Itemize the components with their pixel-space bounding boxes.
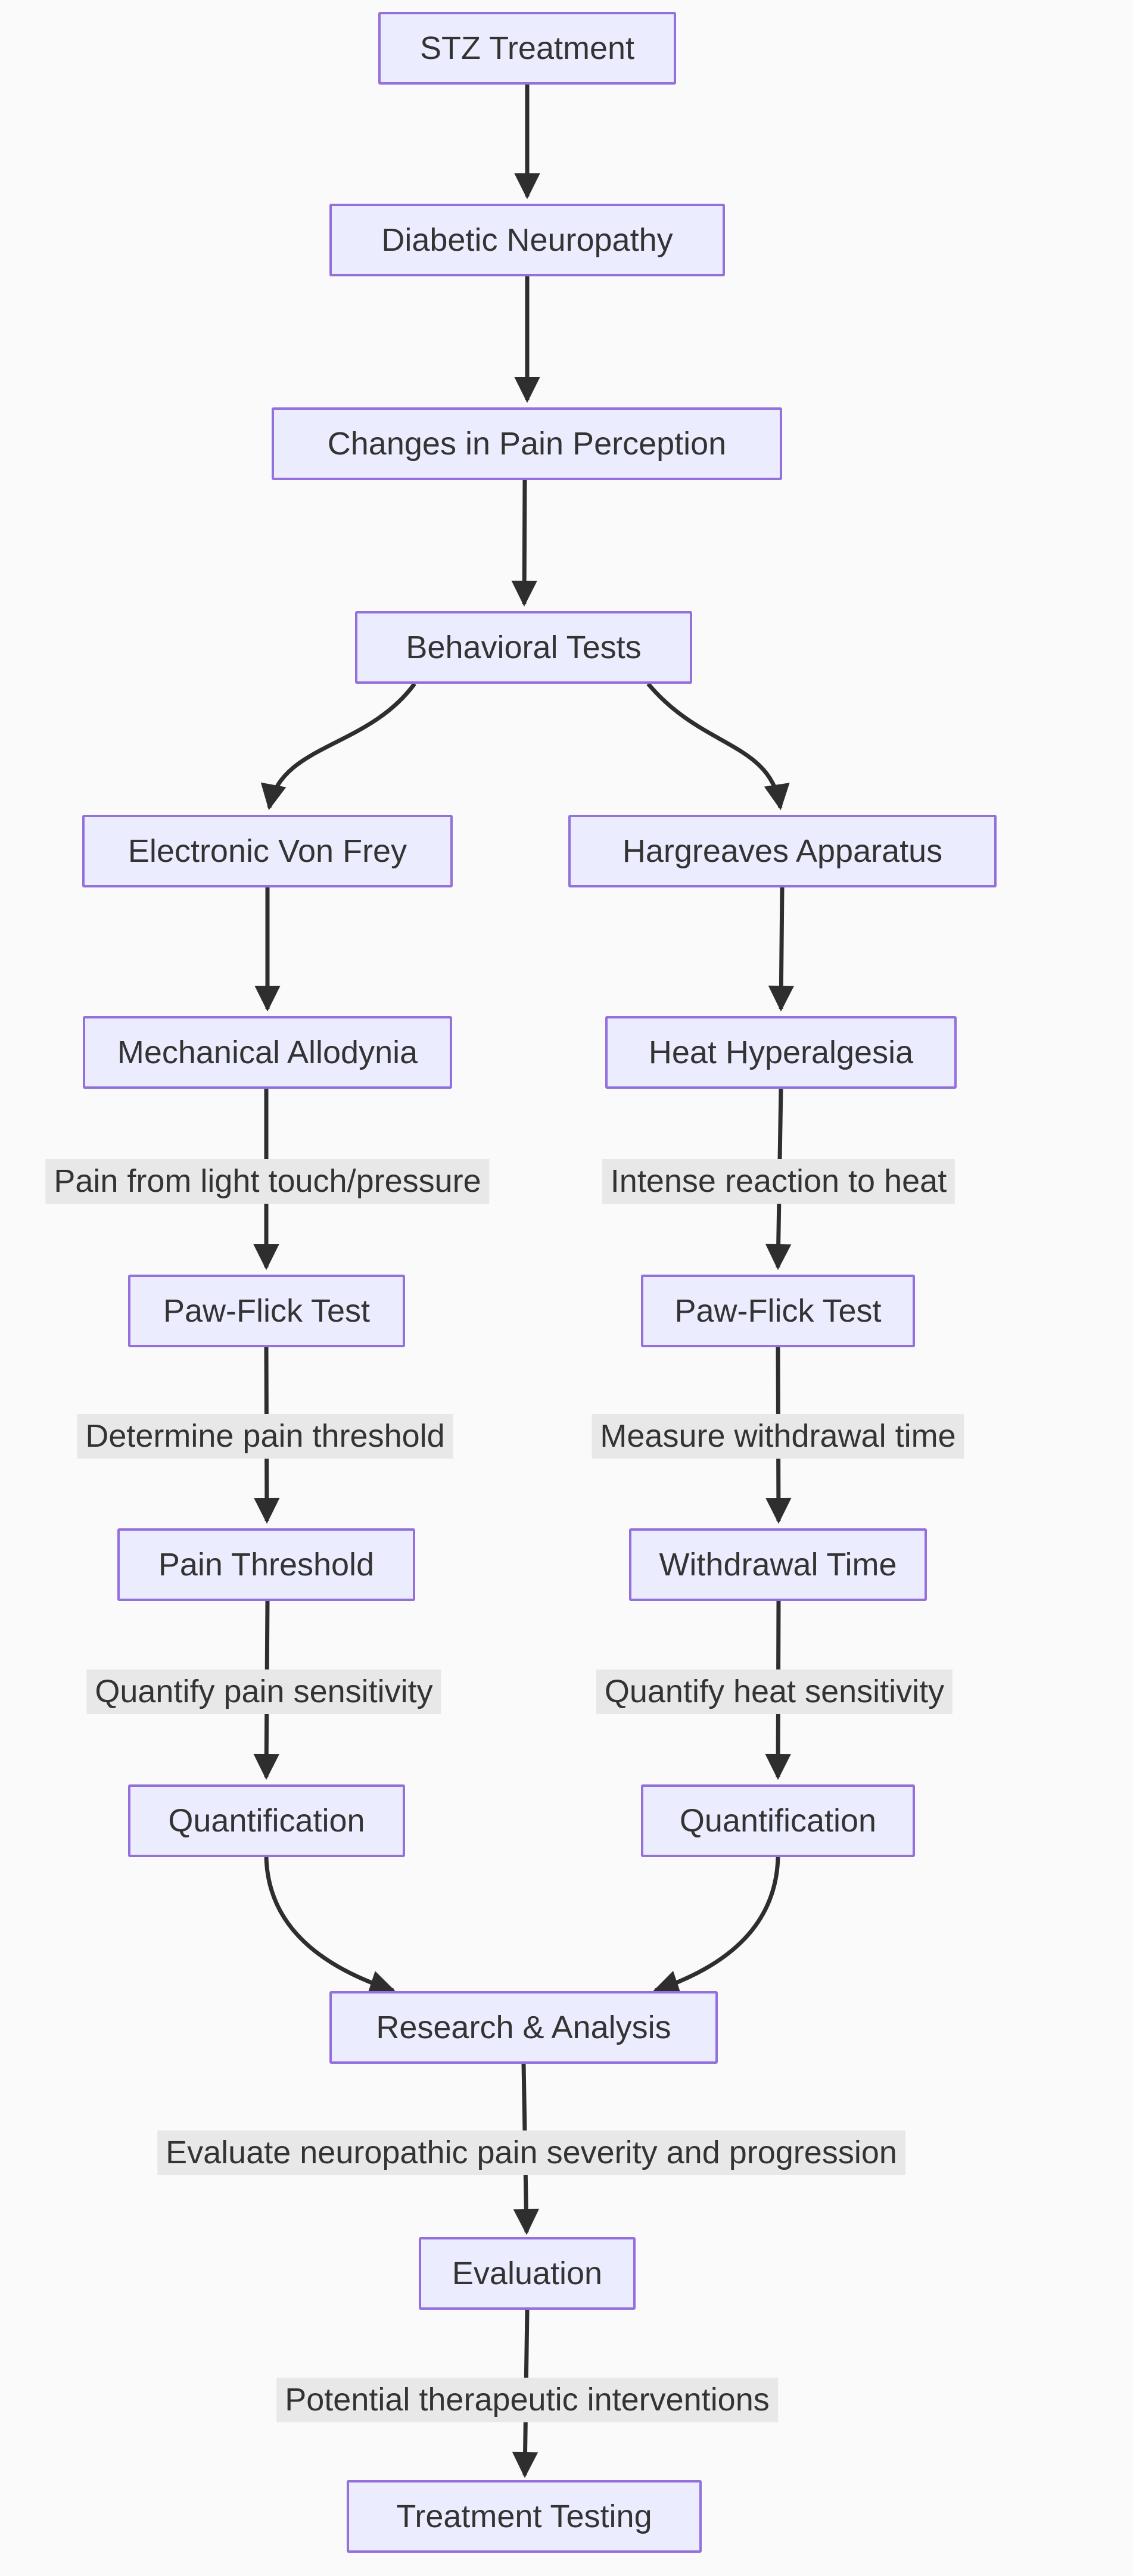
node-label: Hargreaves Apparatus bbox=[622, 833, 943, 869]
node-label: Withdrawal Time bbox=[659, 1546, 897, 1583]
node-label: Evaluation bbox=[452, 2255, 603, 2291]
edge-label-evaluate-neuropathic-pain: Evaluate neuropathic pain severity and p… bbox=[157, 2130, 905, 2175]
node-label: Behavioral Tests bbox=[406, 629, 642, 665]
arrow-changes-to-behavioral bbox=[511, 479, 537, 607]
node-label: STZ Treatment bbox=[419, 30, 635, 66]
edge-label-measure-withdrawal-time: Measure withdrawal time bbox=[592, 1414, 964, 1459]
node-treatment-testing: Treatment Testing bbox=[347, 2480, 702, 2553]
edge-label-determine-pain-threshold: Determine pain threshold bbox=[77, 1414, 453, 1459]
arrow-behavioral-to-hargreaves bbox=[646, 682, 790, 811]
node-label: Quantification bbox=[679, 1802, 877, 1839]
arrow-hargreaves-to-heat-hyperalgesia bbox=[768, 887, 795, 1012]
edge-label-quantify-pain-sensitivity: Quantify pain sensitivity bbox=[86, 1669, 441, 1714]
node-diabetic-neuropathy: Diabetic Neuropathy bbox=[329, 204, 725, 276]
arrow-behavioral-to-von-frey bbox=[260, 682, 416, 811]
node-label: Mechanical Allodynia bbox=[117, 1034, 418, 1070]
arrow-quantification-left-to-research bbox=[264, 1857, 396, 1996]
node-label: Pain Threshold bbox=[158, 1546, 375, 1583]
node-mechanical-allodynia: Mechanical Allodynia bbox=[83, 1016, 452, 1089]
node-label: Heat Hyperalgesia bbox=[648, 1034, 914, 1070]
node-label: Changes in Pain Perception bbox=[327, 425, 727, 462]
node-research-analysis: Research & Analysis bbox=[329, 1991, 718, 2064]
node-pawflick-test-right: Paw-Flick Test bbox=[641, 1275, 915, 1347]
node-label: Paw-Flick Test bbox=[163, 1292, 371, 1329]
node-quantification-right: Quantification bbox=[641, 1784, 915, 1857]
node-label: Diabetic Neuropathy bbox=[381, 222, 673, 258]
node-pawflick-test-left: Paw-Flick Test bbox=[128, 1275, 405, 1347]
node-behavioral-tests: Behavioral Tests bbox=[355, 611, 692, 684]
node-evaluation: Evaluation bbox=[419, 2237, 636, 2310]
edge-label-quantify-heat-sensitivity: Quantify heat sensitivity bbox=[596, 1669, 953, 1714]
node-label: Research & Analysis bbox=[376, 2009, 671, 2045]
node-electronic-von-frey: Electronic Von Frey bbox=[82, 815, 453, 887]
edge-label-potential-therapeutic-interventions: Potential therapeutic interventions bbox=[276, 2378, 778, 2422]
node-label: Electronic Von Frey bbox=[127, 833, 407, 869]
edge-label-intense-reaction-to-heat: Intense reaction to heat bbox=[602, 1159, 955, 1204]
node-label: Quantification bbox=[168, 1802, 365, 1839]
node-withdrawal-time: Withdrawal Time bbox=[629, 1528, 927, 1601]
node-label: Treatment Testing bbox=[396, 2498, 652, 2534]
node-quantification-left: Quantification bbox=[128, 1784, 405, 1857]
arrow-quantification-right-to-research bbox=[652, 1857, 780, 1996]
edge-label-pain-from-light-touch: Pain from light touch/pressure bbox=[45, 1159, 490, 1204]
node-pain-threshold: Pain Threshold bbox=[117, 1528, 415, 1601]
node-hargreaves-apparatus: Hargreaves Apparatus bbox=[568, 815, 997, 887]
node-label: Paw-Flick Test bbox=[674, 1292, 882, 1329]
node-changes-in-pain-perception: Changes in Pain Perception bbox=[272, 407, 782, 480]
node-heat-hyperalgesia: Heat Hyperalgesia bbox=[605, 1016, 957, 1089]
node-stz-treatment: STZ Treatment bbox=[378, 12, 676, 85]
